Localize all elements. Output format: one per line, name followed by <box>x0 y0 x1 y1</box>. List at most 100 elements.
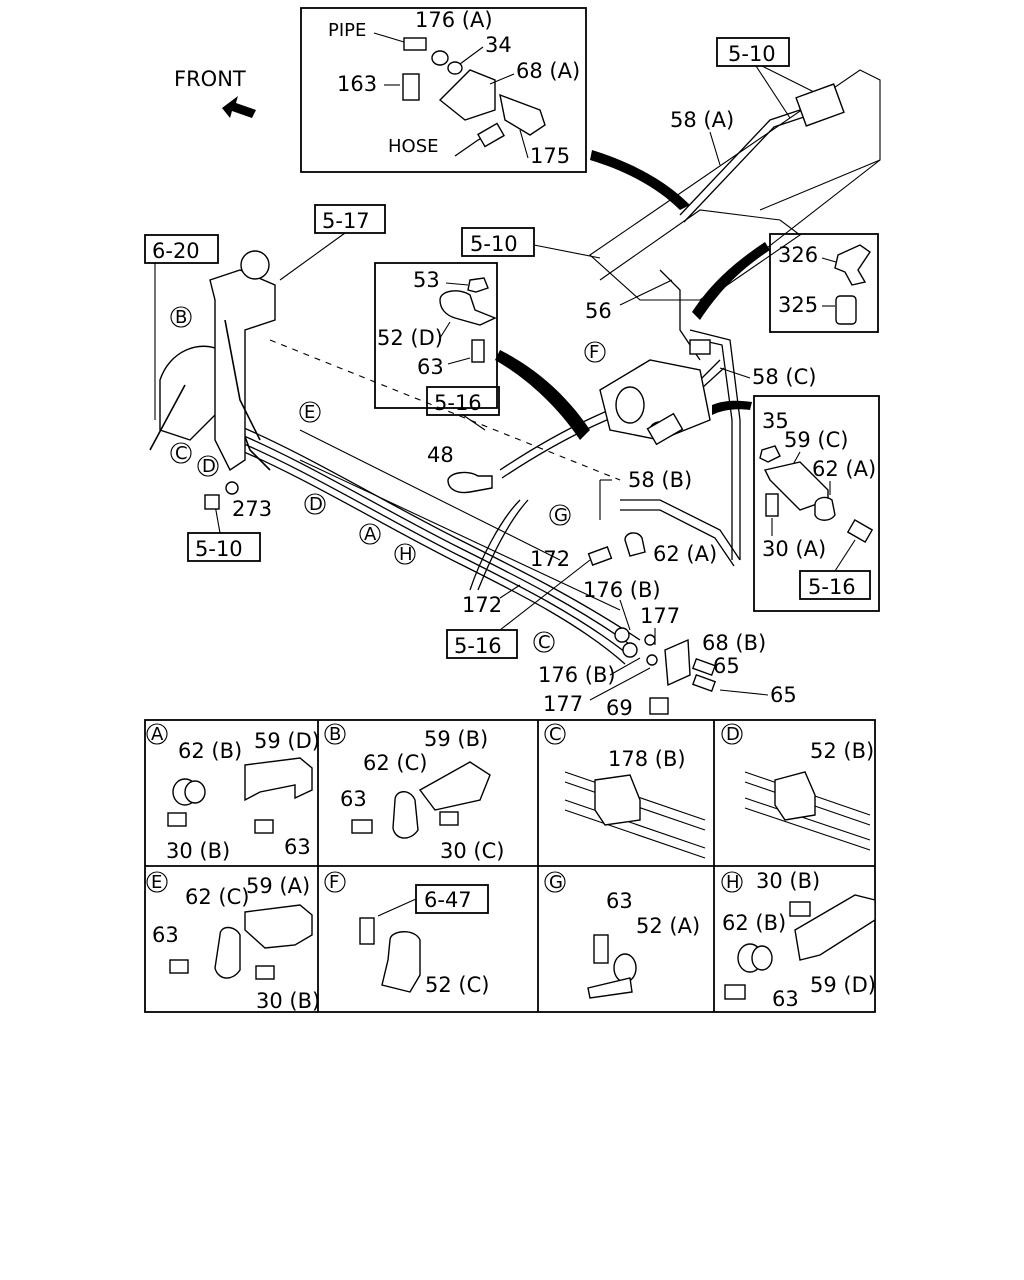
sleeve-325 <box>835 295 857 325</box>
detail-h-30b: 30 (B) <box>756 869 820 893</box>
bolt-30a <box>765 493 779 517</box>
detail-e: E 62 (C) 59 (A) 63 30 (B) <box>146 871 320 1013</box>
nut-53 <box>467 277 489 293</box>
svg-text:5-10: 5-10 <box>470 232 518 256</box>
callout-c-1: C <box>175 443 188 464</box>
svg-text:6-20: 6-20 <box>152 239 200 263</box>
label-65a: 65 <box>713 654 740 678</box>
detail-b-62c: 62 (C) <box>363 751 427 775</box>
bolt-273 <box>204 494 220 510</box>
inset-bracket-right: 35 59 (C) 62 (A) 30 (A) 5-16 <box>753 395 880 612</box>
label-56: 56 <box>585 299 612 323</box>
nut-35 <box>759 445 781 463</box>
label-177a: 177 <box>640 604 680 628</box>
detail-a-63: 63 <box>284 835 311 859</box>
part-53: 53 <box>413 268 440 292</box>
ref-516-mid: 5-16 <box>426 386 500 431</box>
callout-wedge-right <box>712 400 752 415</box>
label-58a: 58 (A) <box>670 108 734 132</box>
callout-f: F <box>589 342 599 363</box>
front-indicator: FRONT <box>174 67 256 118</box>
detail-c-178b: 178 (B) <box>608 747 686 771</box>
ref-516-bottom: 5-16 <box>446 559 591 659</box>
connector-326 <box>834 244 871 286</box>
clip-52d <box>439 290 497 326</box>
svg-text:5-16: 5-16 <box>808 575 856 599</box>
callout-c-2: C <box>538 632 551 653</box>
detail-h-63: 63 <box>772 987 799 1011</box>
callout-e: E <box>304 402 315 423</box>
svg-text:B: B <box>329 724 341 745</box>
part-34: 34 <box>485 33 512 57</box>
detail-h-59d: 59 (D) <box>810 973 876 997</box>
part-175: 175 <box>530 144 570 168</box>
valve-assembly <box>599 83 845 446</box>
bolt-163 <box>402 73 420 101</box>
inset-pipe-hose: PIPE 176 (A) 34 68 (A) 163 HOSE 175 <box>300 7 587 173</box>
washer-34 <box>447 61 463 75</box>
label-58b: 58 (B) <box>628 468 692 492</box>
label-69: 69 <box>606 696 633 720</box>
detail-g-52a: 52 (A) <box>636 914 700 938</box>
detail-c: C 178 (B) <box>544 723 706 859</box>
detail-a-30b: 30 (B) <box>166 839 230 863</box>
svg-text:6-47: 6-47 <box>424 888 472 912</box>
svg-text:5-16: 5-16 <box>434 391 482 415</box>
label-172a: 172 <box>530 547 570 571</box>
part-68a: 68 (A) <box>516 59 580 83</box>
svg-text:5-16: 5-16 <box>454 634 502 658</box>
callout-d-2: D <box>309 494 323 515</box>
bolt-69 <box>649 697 669 715</box>
hose-label: HOSE <box>388 136 439 157</box>
label-48: 48 <box>427 443 454 467</box>
callout-a: A <box>364 524 377 545</box>
label-68b: 68 (B) <box>702 631 766 655</box>
detail-d: D 52 (B) <box>721 723 874 851</box>
label-65b: 65 <box>770 683 797 707</box>
washer <box>431 50 449 66</box>
ref-510-left: 5-10 <box>187 504 261 562</box>
part-176a: 176 (A) <box>415 8 493 32</box>
label-273: 273 <box>232 497 272 521</box>
label-58c: 58 (C) <box>752 365 816 389</box>
clip-62a-right <box>814 496 836 521</box>
part-163: 163 <box>337 72 377 96</box>
part-63-clip: 63 <box>417 355 444 379</box>
inset-pipe-hose-frame <box>300 7 587 173</box>
detail-grid: A 62 (B) 59 (D) 30 (B) 63 B 62 (C) 59 (B… <box>144 719 876 1013</box>
label-62a: 62 (A) <box>653 542 717 566</box>
detail-a-62b: 62 (B) <box>178 739 242 763</box>
part-326: 326 <box>778 243 818 267</box>
part-35: 35 <box>762 409 789 433</box>
callout-wedge-top <box>590 150 690 210</box>
bolt-63-clip <box>471 339 485 363</box>
callout-g: G <box>554 505 568 526</box>
pipe-label: PIPE <box>328 20 366 41</box>
part-52d: 52 (D) <box>377 326 443 350</box>
front-label: FRONT <box>174 67 246 91</box>
label-176b-2: 176 (B) <box>538 663 616 687</box>
detail-e-63: 63 <box>152 923 179 947</box>
detail-b-63: 63 <box>340 787 367 811</box>
detail-h: H 30 (B) 62 (B) 59 (D) 63 <box>721 869 876 1011</box>
svg-text:A: A <box>151 724 164 745</box>
ref-517: 5-17 <box>279 204 386 281</box>
callout-h: H <box>399 544 413 565</box>
bolt-62a <box>587 546 613 566</box>
detail-a-59d: 59 (D) <box>254 729 320 753</box>
svg-text:H: H <box>726 872 740 893</box>
detail-d-52b: 52 (B) <box>810 739 874 763</box>
detail-e-59a: 59 (A) <box>246 874 310 898</box>
bolt-right <box>846 518 874 544</box>
part-59c: 59 (C) <box>784 428 848 452</box>
detail-g-63: 63 <box>606 889 633 913</box>
detail-f: F 6-47 52 (C) <box>324 871 489 997</box>
detail-a: A 62 (B) 59 (D) 30 (B) 63 <box>146 723 320 863</box>
svg-text:C: C <box>549 724 562 745</box>
detail-f-52c: 52 (C) <box>425 973 489 997</box>
label-172b: 172 <box>462 593 502 617</box>
svg-text:G: G <box>549 872 563 893</box>
chassis-frame <box>149 69 881 611</box>
detail-b: B 62 (C) 59 (B) 63 30 (C) <box>324 723 504 863</box>
